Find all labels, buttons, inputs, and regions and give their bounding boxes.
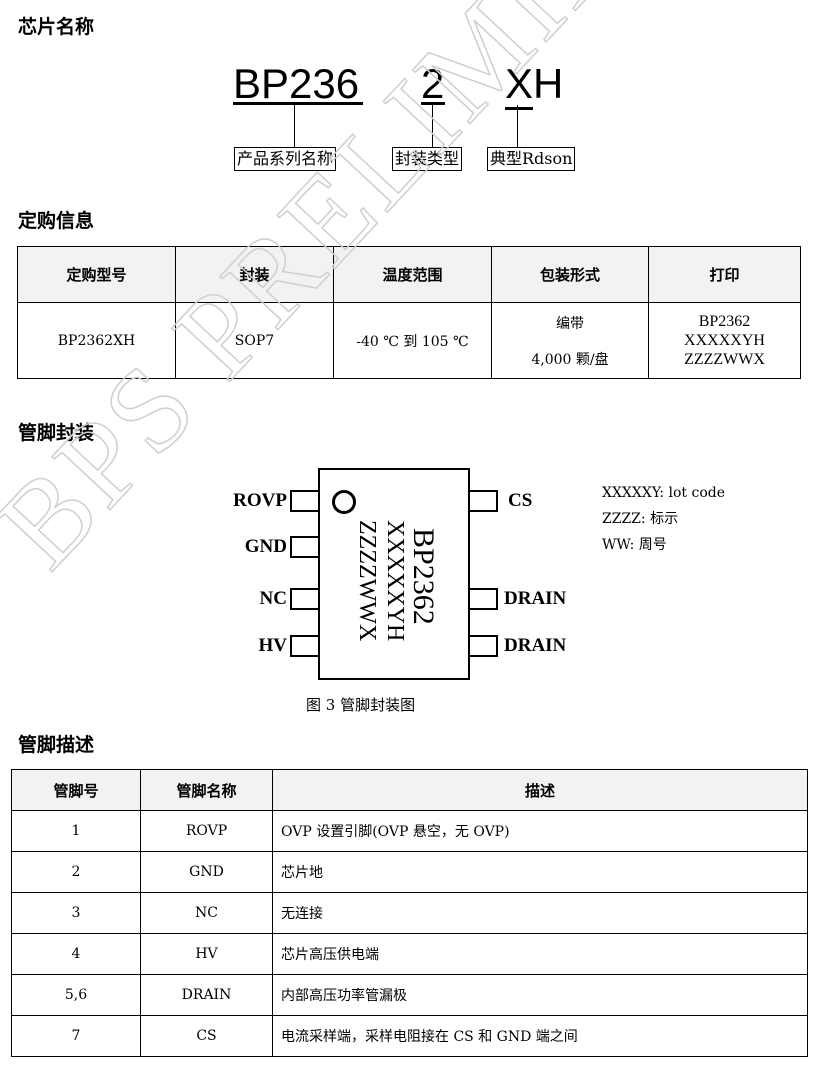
cell-pin-no: 1 bbox=[11, 810, 141, 852]
cell-package: SOP7 bbox=[175, 302, 334, 379]
legend-item: XXXXXY: lot code bbox=[602, 485, 726, 501]
legend-item: ZZZZ: 标示 bbox=[602, 511, 679, 527]
cell-desc: 芯片地 bbox=[272, 851, 808, 893]
section-naming-title: 芯片名称 bbox=[18, 16, 95, 38]
pin-5 bbox=[468, 635, 498, 657]
chip-mark-lot: XXXXXYH bbox=[382, 520, 408, 642]
chip-body: BP2362 XXXXXYH ZZZZWWX bbox=[318, 468, 470, 680]
pin-7 bbox=[468, 490, 498, 512]
leader-line bbox=[432, 105, 433, 147]
figure-caption: 图 3 管脚封装图 bbox=[306, 696, 416, 714]
pin-label-cs: CS bbox=[508, 490, 533, 511]
section-pins-title: 管脚描述 bbox=[18, 734, 95, 756]
legend-item: WW: 周号 bbox=[602, 537, 667, 553]
pin-label-hv: HV bbox=[258, 635, 288, 656]
cell-desc: 芯片高压供电端 bbox=[272, 933, 808, 975]
header-temp: 温度范围 bbox=[333, 246, 492, 303]
pin-2 bbox=[290, 536, 320, 558]
packing-type: 编带 bbox=[556, 315, 584, 332]
underline bbox=[233, 102, 363, 105]
part-rdson: XH bbox=[505, 60, 564, 110]
label-rdson: 典型Rdson bbox=[487, 147, 576, 171]
print-line: BP2362 bbox=[698, 313, 751, 330]
cell-pin-name: NC bbox=[140, 892, 273, 934]
cell-pin-name: ROVP bbox=[140, 810, 273, 852]
label-series: 产品系列名称 bbox=[234, 147, 337, 171]
part-package: 2 bbox=[421, 60, 445, 107]
print-line: XXXXXYH bbox=[684, 332, 765, 349]
chip-mark-date: ZZZZWWX bbox=[354, 520, 380, 642]
packing-qty: 4,000 颗/盘 bbox=[531, 351, 609, 368]
pin-1 bbox=[290, 490, 320, 512]
pin-label-drain: DRAIN bbox=[504, 635, 567, 656]
header-pin-name: 管脚名称 bbox=[140, 769, 273, 811]
cell-pin-no: 7 bbox=[11, 1015, 141, 1057]
cell-desc: OVP 设置引脚(OVP 悬空，无 OVP) bbox=[272, 810, 808, 852]
cell-pin-name: DRAIN bbox=[140, 974, 273, 1016]
header-package: 封装 bbox=[175, 246, 334, 303]
underline bbox=[421, 102, 445, 105]
cell-pin-name: HV bbox=[140, 933, 273, 975]
section-package-title: 管脚封装 bbox=[18, 422, 95, 444]
pin-4 bbox=[290, 635, 320, 657]
cell-pin-no: 3 bbox=[11, 892, 141, 934]
label-package: 封装类型 bbox=[392, 147, 463, 171]
part-series: BP236 bbox=[233, 60, 360, 107]
cell-pin-name: GND bbox=[140, 851, 273, 893]
pin-6 bbox=[468, 588, 498, 610]
header-model: 定购型号 bbox=[17, 246, 176, 303]
part-rdson-h: H bbox=[533, 60, 564, 107]
header-print: 打印 bbox=[648, 246, 801, 303]
cell-temp: -40 ℃ 到 105 ℃ bbox=[333, 302, 492, 379]
cell-pin-no: 4 bbox=[11, 933, 141, 975]
pin1-dot-icon bbox=[332, 490, 356, 514]
ordering-table: 定购型号 封装 温度范围 包装形式 打印 BP2362XH SOP7 -40 ℃… bbox=[17, 246, 801, 379]
cell-pin-no: 2 bbox=[11, 851, 141, 893]
section-ordering-title: 定购信息 bbox=[18, 210, 95, 232]
cell-desc: 无连接 bbox=[272, 892, 808, 934]
leader-line bbox=[294, 105, 295, 147]
pin-label-rovp: ROVP bbox=[233, 490, 287, 511]
cell-pin-name: CS bbox=[140, 1015, 273, 1057]
header-desc: 描述 bbox=[272, 769, 808, 811]
header-packing: 包装形式 bbox=[491, 246, 649, 303]
leader-line bbox=[517, 105, 518, 147]
pin-label-drain: DRAIN bbox=[504, 588, 567, 609]
cell-pin-no: 5,6 bbox=[11, 974, 141, 1016]
marking-legend: XXXXXY: lot code ZZZZ: 标示 WW: 周号 bbox=[602, 480, 725, 558]
cell-model: BP2362XH bbox=[17, 302, 176, 379]
pin-label-gnd: GND bbox=[244, 536, 287, 557]
part-rdson-x: X bbox=[505, 60, 534, 110]
pin-label-nc: NC bbox=[259, 588, 287, 609]
cell-desc: 内部高压功率管漏极 bbox=[272, 974, 808, 1016]
cell-desc: 电流采样端，采样电阻接在 CS 和 GND 端之间 bbox=[272, 1015, 808, 1057]
header-pin-no: 管脚号 bbox=[11, 769, 141, 811]
print-line: ZZZZWWX bbox=[684, 351, 765, 368]
cell-packing: 编带 4,000 颗/盘 bbox=[491, 302, 649, 379]
pin-3 bbox=[290, 588, 320, 610]
chip-mark-part: BP2362 bbox=[407, 528, 440, 625]
